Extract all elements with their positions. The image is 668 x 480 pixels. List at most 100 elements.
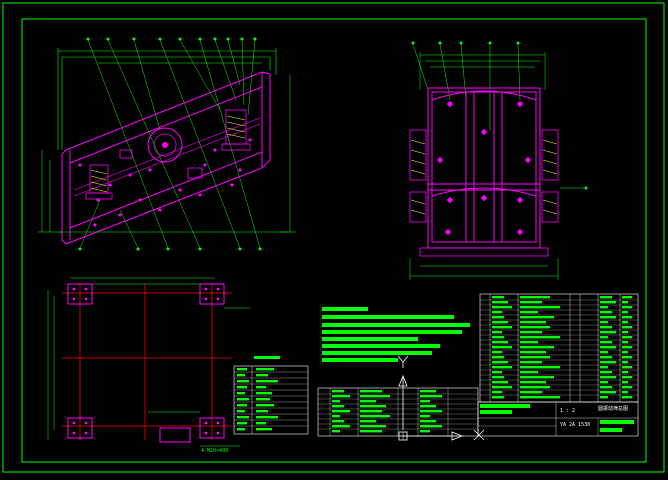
table-cell-text <box>622 391 628 394</box>
table-cell-text <box>520 331 542 334</box>
table-cell-text <box>520 341 538 344</box>
table-cell-text <box>256 386 266 389</box>
table-cell-text <box>256 416 278 419</box>
front-view-top-dimensions <box>57 48 277 150</box>
table-cell-text <box>600 376 616 379</box>
table-cell-text <box>237 380 249 383</box>
table-cell-text <box>520 366 560 369</box>
table-cell-text <box>256 398 270 401</box>
side-view-bottom-dimensions <box>409 258 559 280</box>
table-cell-text <box>520 381 546 384</box>
table-cell-text <box>256 380 278 383</box>
spring-support-left <box>85 164 113 200</box>
table-cell-text <box>256 374 268 377</box>
outer-frame <box>2 2 665 473</box>
table-cell-text <box>520 391 542 394</box>
bolt-mark <box>480 128 488 136</box>
table-cell-text <box>360 430 382 433</box>
front-view-balloons <box>86 37 257 41</box>
bolt-mark <box>96 198 100 202</box>
foundation-centre-lines <box>62 283 232 440</box>
side-view-callout-balloon <box>584 186 588 190</box>
table-cell-text <box>420 420 436 423</box>
crosshair-icon[interactable] <box>473 429 485 441</box>
table-cell-text <box>332 410 350 413</box>
table-cell-text <box>600 336 608 339</box>
table-cell-text <box>600 306 608 309</box>
table-cell-text <box>520 371 538 374</box>
table-cell-text <box>420 415 430 418</box>
table-cell-text <box>520 361 542 364</box>
table-cell-text <box>420 405 436 408</box>
table-cell-text <box>237 416 249 419</box>
table-cell-text <box>492 371 502 374</box>
front-view-bolts <box>78 138 252 227</box>
bolt-mark <box>158 208 162 212</box>
table-cell-text <box>492 386 512 389</box>
title-block-drawing-no: YA 2A 1530 <box>560 422 590 428</box>
table-cell-text <box>600 356 612 359</box>
table-cell-text <box>492 351 502 354</box>
table-cell-text <box>600 326 612 329</box>
table-cell-text <box>520 311 538 314</box>
table-cell-text <box>492 366 512 369</box>
table-cell-text <box>332 400 340 403</box>
bolt-mark <box>436 156 444 164</box>
table-cell-text <box>237 374 245 377</box>
table-cell-text <box>520 386 550 389</box>
bolt-mark <box>213 148 217 152</box>
bolt-mark <box>516 100 524 108</box>
table-cell-text <box>420 430 430 433</box>
table-cell-text <box>360 400 376 403</box>
table-cell-text <box>492 336 504 339</box>
table-cell-text <box>492 296 504 299</box>
table-cell-text <box>360 420 376 423</box>
table-cell-text <box>622 361 628 364</box>
table-cell-text <box>600 396 608 399</box>
table-cell-text <box>237 428 245 431</box>
bolt-mark <box>524 156 532 164</box>
table-cell-text <box>622 296 632 299</box>
front-view-side-dimensions <box>38 75 296 233</box>
table-cell-text <box>622 396 632 399</box>
table-cell-text <box>332 390 344 393</box>
exciter <box>147 127 183 163</box>
table-cell-text <box>256 392 272 395</box>
inner-frame <box>21 18 647 463</box>
table-cell-text <box>332 415 340 418</box>
table-cell-text <box>600 386 612 389</box>
table-cell-text <box>600 391 616 394</box>
drive-bracket <box>119 149 133 159</box>
table-cell-text <box>520 351 546 354</box>
table-cell-text <box>332 430 340 433</box>
table-cell-text <box>420 400 430 403</box>
bolt-mark <box>108 183 112 187</box>
table-cell-text <box>520 326 550 329</box>
title-block: 1 : 2 圆振动筛总图 YA 2A 1530 <box>477 401 639 437</box>
parts-list <box>479 293 639 403</box>
table-cell-text <box>622 311 628 314</box>
table-cell-text <box>237 392 245 395</box>
title-block-part-name: 圆振动筛总图 <box>598 405 628 412</box>
table-cell-text <box>420 395 442 398</box>
table-cell-text <box>600 381 608 384</box>
foundation-anchor-holes <box>72 287 220 435</box>
bolt-mark <box>444 228 452 236</box>
table-cell-text <box>600 296 612 299</box>
bolt-mark <box>230 183 234 187</box>
table-cell-text <box>237 404 247 407</box>
foundation-bolt-label: 4-M20×400 <box>201 448 228 454</box>
table-cell-text <box>520 296 550 299</box>
bolt-mark <box>238 168 242 172</box>
table-cell-text <box>360 425 386 428</box>
table-cell-text <box>256 428 272 431</box>
table-cell-text <box>622 371 628 374</box>
motor-base <box>187 167 203 179</box>
table-cell-text <box>622 336 632 339</box>
table-cell-text <box>420 425 442 428</box>
side-view-body <box>427 87 541 249</box>
table-cell-text <box>520 376 554 379</box>
table-cell-text <box>492 331 502 334</box>
title-block-scale: 1 : 2 <box>560 408 575 414</box>
